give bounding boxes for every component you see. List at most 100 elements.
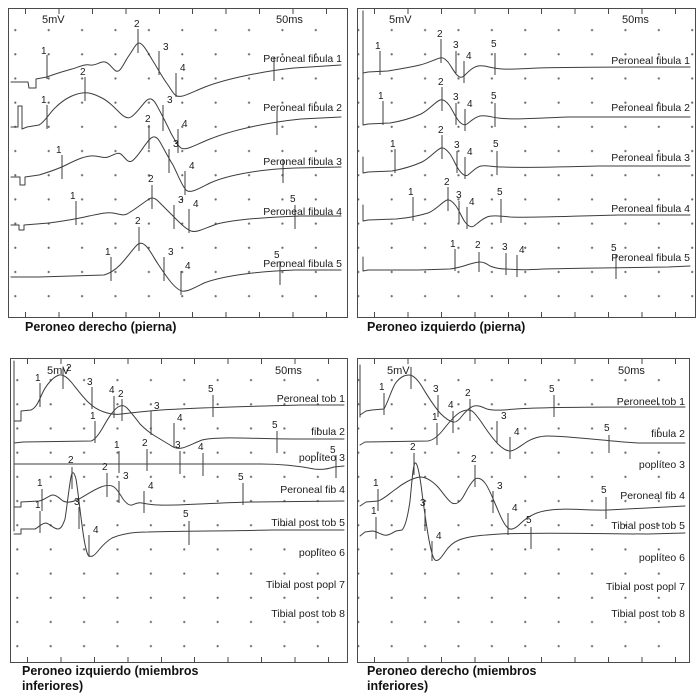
trace-path [359,462,686,561]
marker-number: 1 [35,373,41,384]
trace-label: Peroneal fibula 4 [263,206,342,218]
trace-label: Peroneal tob 1 [277,393,345,405]
marker-number: 1 [105,247,111,258]
trace-path [359,366,686,423]
caption-top-right: Peroneo izquierdo (pierna) [367,320,526,334]
marker-number: 4 [185,261,191,272]
trace-path [13,405,345,449]
marker-number: 2 [118,389,124,400]
marker-number: 4 [519,245,525,256]
trace-label: poplíteo 3 [639,459,685,471]
marker-number: 2 [444,177,450,188]
trace-path [362,10,691,78]
marker-number: 2 [142,438,148,449]
trace-label: Peroneal fibula 5 [611,252,690,264]
marker-number: 2 [410,442,416,453]
trace-label: Peroneal fibula 3 [263,156,342,168]
marker-number: 5 [601,485,607,496]
trace-path [10,136,342,192]
timebase-label: 50ms [622,14,649,26]
trace-label: fibula 2 [311,426,345,438]
trace-label: Tibial post tob 5 [611,520,685,532]
marker-number: 5 [290,194,296,205]
marker-number: 1 [379,382,385,393]
trace-path [13,374,345,422]
marker-number: 4 [182,119,188,130]
marker-number: 2 [148,174,154,185]
marker-number: 2 [145,114,151,125]
trace-path [359,409,686,452]
marker-number: 4 [93,525,99,536]
marker-number: 3 [168,247,174,258]
timebase-label: 50ms [276,14,303,26]
marker-number: 4 [466,51,472,62]
marker-number: 1 [408,187,414,198]
marker-number: 4 [448,400,454,411]
marker-number: 2 [438,77,444,88]
trace-label: Peroneal fibula 5 [263,258,342,270]
marker-number: 4 [436,531,442,542]
marker-number: 4 [469,197,475,208]
timebase-ticks-bottom [11,657,347,662]
amplitude-scale-label: 5mV [42,14,65,26]
trace-label: Peroneal fibula 2 [263,102,342,114]
marker-number: 4 [467,147,473,158]
marker-number: 4 [198,442,204,453]
marker-number: 1 [35,500,41,511]
marker-number: 5 [330,445,336,456]
marker-number: 3 [453,40,459,51]
timebase-ticks-bottom [9,312,347,317]
trace-label: Peroneal fibula 1 [263,53,342,65]
marker-number: 3 [175,440,181,451]
marker-number: 5 [274,250,280,261]
marker-number: 3 [433,384,439,395]
marker-number: 5 [549,384,555,395]
marker-number: 2 [437,29,443,40]
marker-number: 5 [604,423,610,434]
trace-label: Tibial post tob 8 [271,608,345,620]
marker-number: 5 [497,187,503,198]
trace-label: Peroneal fibula 1 [611,55,690,67]
marker-number: 2 [471,454,477,465]
trace-label: Peroneal fib 4 [620,490,685,502]
marker-number: 1 [41,95,47,106]
timebase-label: 50ms [618,365,645,377]
timebase-ticks-top [9,9,347,14]
marker-number: 1 [37,478,43,489]
marker-number: 2 [475,240,481,251]
marker-number: 4 [514,427,520,438]
marker-number: 3 [163,42,169,53]
trace-path [13,485,345,508]
marker-number: 1 [375,41,381,52]
trace-path [10,242,342,292]
trace-label: poplíteo 6 [299,547,345,559]
timebase-ticks-bottom [358,657,689,662]
trace-label: Tibial post popl 7 [606,581,685,593]
trace-label: Peroneal fibula 2 [611,102,690,114]
trace-label: Peroneal fib 4 [280,484,345,496]
caption-bottom-right: Peroneo derecho (miembros inferiores) [367,664,537,693]
marker-number: 3 [87,377,93,388]
marker-number: 4 [193,199,199,210]
marker-number: 2 [68,455,74,466]
marker-number: 2 [438,125,444,136]
trace-label: fibula 2 [651,428,685,440]
marker-number: 3 [123,471,129,482]
marker-number: 4 [177,413,183,424]
timebase-ticks-top [358,9,695,14]
marker-number: 5 [272,420,278,431]
marker-number: 4 [148,481,154,492]
marker-number: 3 [456,190,462,201]
marker-number: 5 [611,243,617,254]
marker-number: 4 [180,63,186,74]
marker-number: 3 [420,498,426,509]
trace-label: Peroneal fibula 3 [611,152,690,164]
marker-number: 3 [173,139,179,150]
marker-number: 3 [453,92,459,103]
